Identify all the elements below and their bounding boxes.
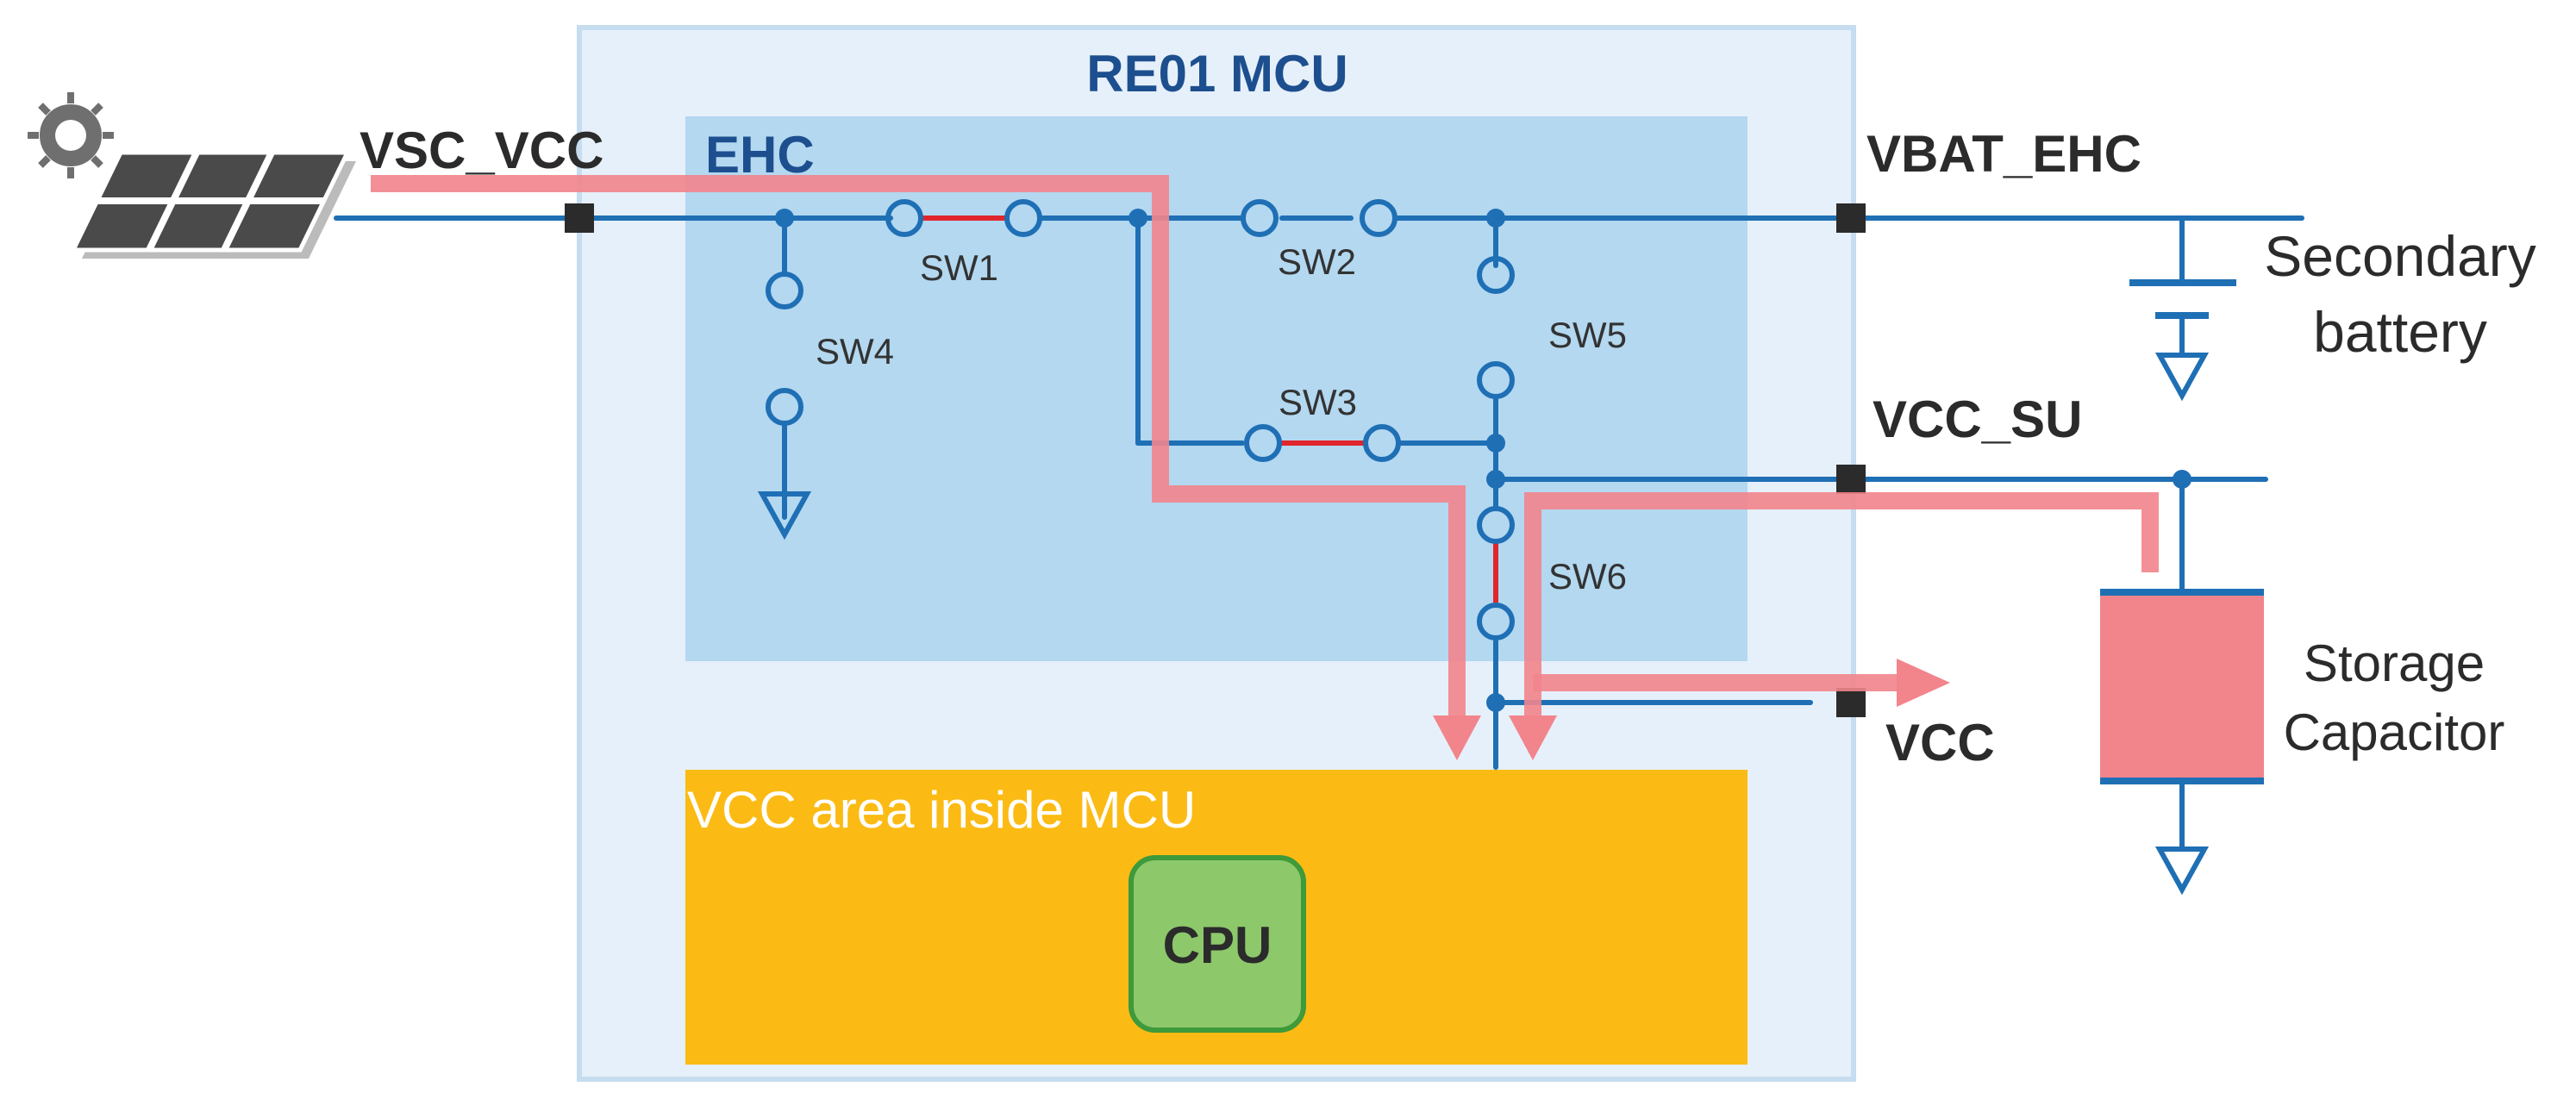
power-flow-from-capacitor: [1509, 492, 2159, 760]
sw6-label: SW6: [1548, 556, 1627, 597]
storage-capacitor-label: Storage: [2304, 634, 2485, 692]
sw6-terminal: [1477, 603, 1515, 640]
vsc-vcc-pin: [565, 203, 594, 233]
vbat-ehc-label: VBAT_EHC: [1866, 125, 2141, 183]
sw1-terminal: [1004, 199, 1042, 237]
mcu-title: RE01 MCU: [1086, 45, 1347, 103]
sw1-terminal: [885, 199, 923, 237]
cpu-block: [1129, 855, 1306, 1033]
vcc-area-label: VCC area inside MCU: [687, 781, 1196, 839]
sw3-terminal: [1363, 424, 1401, 462]
sw2-label: SW2: [1278, 241, 1356, 282]
secondary-battery-label: battery: [2313, 300, 2487, 364]
vcc-su-pin: [1836, 465, 1866, 494]
switch-terminals: [766, 199, 1515, 640]
sun-icon: [28, 92, 114, 178]
sw5-label: SW5: [1548, 315, 1627, 355]
sw5-terminal: [1477, 361, 1515, 399]
sw2-terminal: [1360, 199, 1397, 237]
sw3-label: SW3: [1279, 382, 1357, 422]
sw2-terminal: [1241, 199, 1279, 237]
vsc-vcc-label: VSC_VCC: [360, 122, 603, 179]
vbat-ehc-pin: [1836, 203, 1866, 233]
sw4-label: SW4: [816, 331, 894, 372]
junction-dots: [775, 209, 2191, 712]
sw4-terminal: [766, 388, 803, 426]
sw5-terminal: [1477, 256, 1515, 294]
pin-markers: [565, 203, 1866, 717]
sw3-terminal: [1244, 424, 1282, 462]
ground-icon: [757, 491, 812, 540]
cpu-label: CPU: [1163, 916, 1272, 974]
ehc-block: [685, 116, 1748, 661]
vcc-su-label: VCC_SU: [1873, 390, 2082, 448]
ground-icon: [2154, 353, 2210, 402]
ehc-title: EHC: [705, 126, 815, 184]
sw1-label: SW1: [920, 247, 998, 288]
sw6-terminal: [1477, 506, 1515, 544]
vcc-label: VCC: [1885, 714, 1995, 772]
vcc-pin: [1836, 688, 1866, 717]
wiring: [334, 216, 2304, 852]
sw4-terminal: [766, 272, 803, 309]
secondary-battery-label: Secondary: [2264, 224, 2536, 288]
ground-icon: [2154, 846, 2210, 896]
solar-panel-icon: [70, 150, 356, 259]
storage-capacitor-label: Capacitor: [2284, 703, 2505, 761]
power-flow-from-solar: [371, 175, 1481, 760]
storage-capacitor: [2100, 594, 2264, 779]
